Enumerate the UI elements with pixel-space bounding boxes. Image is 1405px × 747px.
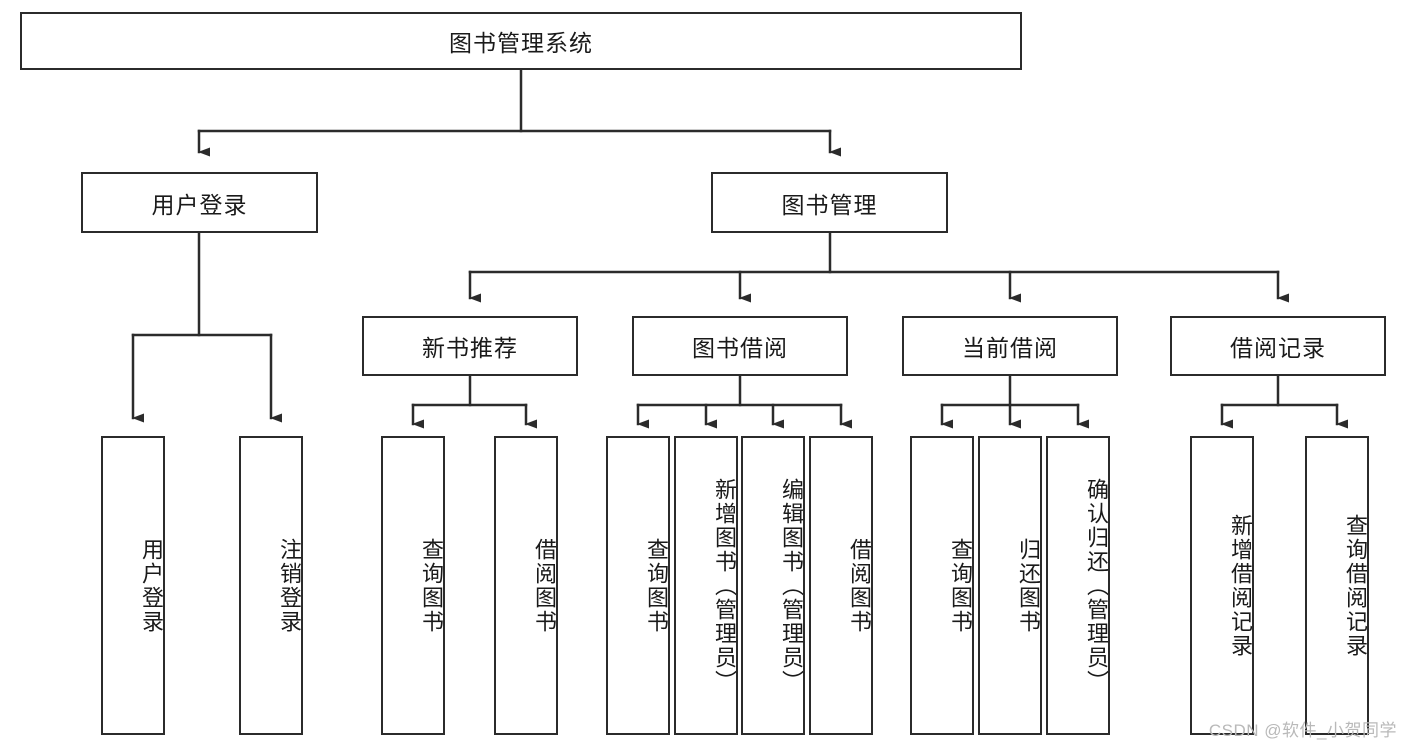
- node-label: 注销登录: [277, 537, 302, 634]
- node-label: 归还图书: [1016, 537, 1041, 634]
- node-root-book-management-system[interactable]: 图书管理系统: [20, 12, 1022, 70]
- node-label: 查询借阅记录: [1343, 513, 1368, 658]
- node-label: 用户登录: [139, 537, 164, 634]
- node-leaf-query-borrow-record[interactable]: 查询借阅记录: [1305, 436, 1369, 735]
- node-label: 查询图书: [644, 537, 669, 634]
- node-label: 图书管理: [781, 191, 878, 218]
- node-leaf-confirm-return-admin[interactable]: 确认归还（管理员）: [1046, 436, 1110, 735]
- node-leaf-add-borrow-record[interactable]: 新增借阅记录: [1190, 436, 1254, 735]
- node-leaf-query-book-newbook[interactable]: 查询图书: [381, 436, 445, 735]
- node-label: 查询图书: [948, 537, 973, 634]
- node-label: 查询图书: [419, 537, 444, 634]
- node-label: 新书推荐: [422, 335, 518, 361]
- node-leaf-logout[interactable]: 注销登录: [239, 436, 303, 735]
- node-leaf-query-book-current[interactable]: 查询图书: [910, 436, 974, 735]
- node-leaf-add-book-admin[interactable]: 新增图书（管理员）: [674, 436, 738, 735]
- node-label: 当前借阅: [962, 335, 1058, 361]
- node-label: 编辑图书（管理员）: [779, 477, 804, 694]
- node-label: 图书借阅: [692, 335, 788, 361]
- node-borrow-record[interactable]: 借阅记录: [1170, 316, 1386, 376]
- node-leaf-borrow-book[interactable]: 借阅图书: [809, 436, 873, 735]
- node-leaf-borrow-book-newbook[interactable]: 借阅图书: [494, 436, 558, 735]
- node-book-borrow[interactable]: 图书借阅: [632, 316, 848, 376]
- node-leaf-query-book-borrow[interactable]: 查询图书: [606, 436, 670, 735]
- node-book-management[interactable]: 图书管理: [711, 172, 948, 233]
- node-leaf-edit-book-admin[interactable]: 编辑图书（管理员）: [741, 436, 805, 735]
- node-label: 借阅记录: [1230, 335, 1326, 361]
- node-user-login[interactable]: 用户登录: [81, 172, 318, 233]
- node-label: 借阅图书: [847, 537, 872, 634]
- node-leaf-user-login[interactable]: 用户登录: [101, 436, 165, 735]
- node-label: 确认归还（管理员）: [1084, 477, 1109, 694]
- node-label: 借阅图书: [532, 537, 557, 634]
- node-label: 图书管理系统: [449, 30, 593, 56]
- csdn-watermark: CSDN @软件_小贺同学: [1208, 721, 1397, 740]
- node-current-borrow[interactable]: 当前借阅: [902, 316, 1118, 376]
- node-label: 用户登录: [151, 191, 248, 218]
- node-label: 新增图书（管理员）: [712, 477, 737, 694]
- node-leaf-return-book[interactable]: 归还图书: [978, 436, 1042, 735]
- node-new-book-recommend[interactable]: 新书推荐: [362, 316, 578, 376]
- node-label: 新增借阅记录: [1228, 513, 1253, 658]
